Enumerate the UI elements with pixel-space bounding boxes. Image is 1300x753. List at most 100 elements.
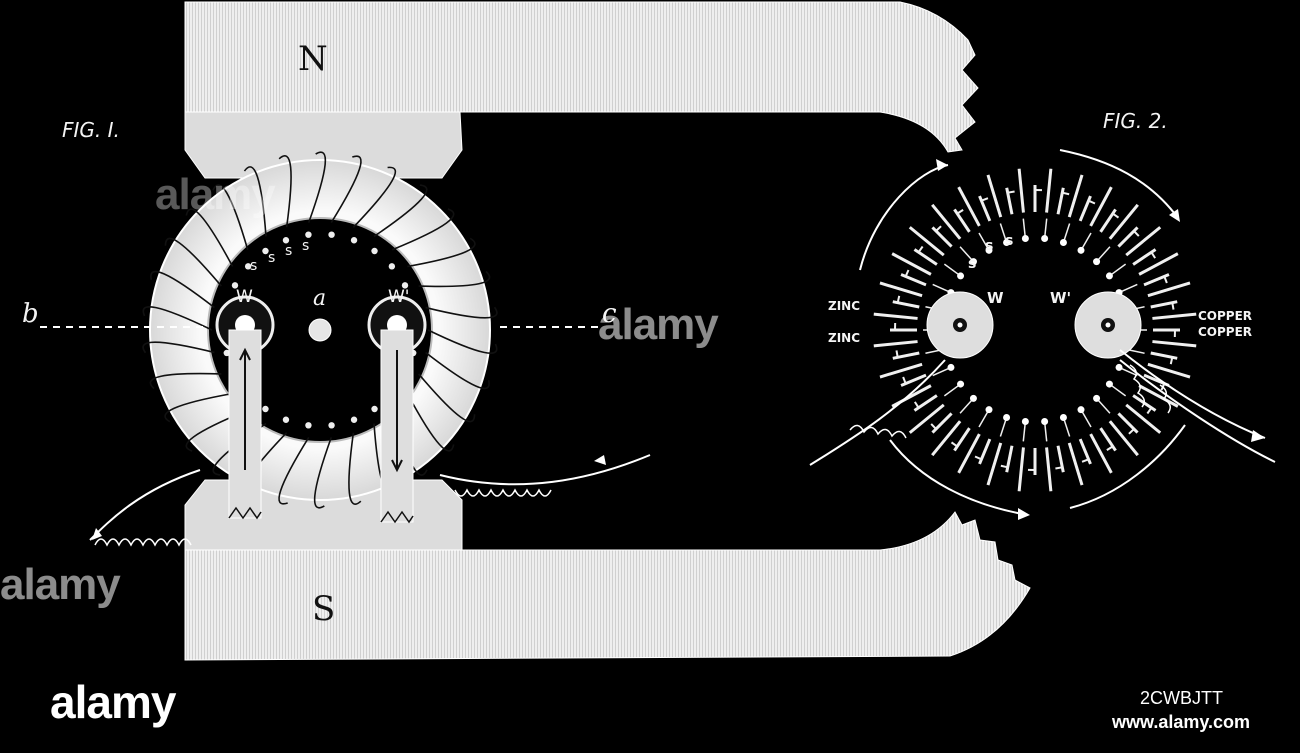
commutator-bar (1045, 447, 1053, 492)
commutator-bar (1067, 442, 1084, 486)
commutator-bar (1117, 412, 1139, 434)
commutator-link (1150, 251, 1156, 259)
coil-turn (352, 166, 397, 228)
commutator-point (401, 282, 409, 289)
commutator-bar (1089, 433, 1113, 474)
commutator-bar (873, 312, 918, 320)
arrowhead-icon (1018, 508, 1030, 520)
commutator-bar (978, 195, 992, 222)
commutator-point (350, 237, 358, 244)
commutator-bars (873, 168, 1197, 492)
commutator-bar (1125, 226, 1162, 257)
pole-w-label: W (236, 287, 253, 307)
commutator-link (950, 441, 958, 448)
center-shaft (308, 318, 332, 342)
watermark-site: www.alamy.com (1112, 712, 1251, 732)
commutator-link (1112, 212, 1120, 219)
commutator-point (371, 247, 378, 255)
commutator-point (1105, 380, 1113, 388)
commutator-link (930, 423, 937, 430)
commutator-link (935, 225, 942, 232)
line-c-label: c (602, 299, 617, 329)
commutator-link (902, 376, 907, 384)
commutator-bar (1005, 445, 1014, 473)
commutator-point (1021, 235, 1029, 243)
commutator-bar (1138, 252, 1179, 276)
commutator-bar (986, 174, 1003, 218)
coil-turn (142, 306, 213, 331)
coil-turn (425, 306, 498, 319)
commutator-bar (1099, 208, 1117, 233)
commutator-bar (1067, 174, 1084, 218)
lead-wire-out-lower (1119, 359, 1276, 463)
commutator-bar (1078, 438, 1092, 465)
commutator-bar (1099, 427, 1117, 452)
commutator-point (1003, 239, 1011, 247)
commutator-point (1077, 246, 1085, 254)
north-pole-piece (184, 111, 463, 179)
figure-2-title: FIG. 2. (1103, 109, 1168, 133)
commutator-bar (953, 208, 971, 233)
zinc-plate (926, 291, 994, 359)
commutator-bar (913, 394, 938, 412)
commutator-bar (1125, 403, 1162, 434)
coil-turn (149, 372, 222, 390)
commutator-point (1021, 417, 1029, 425)
commutator-bar (1108, 203, 1139, 240)
commutator-point (985, 406, 993, 414)
coil-turn (278, 436, 310, 505)
commutator-point (328, 422, 335, 429)
lead-wire-out (1119, 349, 1266, 439)
center-a-label: a (313, 286, 326, 311)
commutator-bar (931, 203, 962, 240)
commutator-bar (1078, 195, 1092, 222)
lead-wire-out (439, 454, 651, 486)
commutator-point (1003, 413, 1011, 421)
commutator-bar (1056, 445, 1065, 473)
commutator-point (282, 237, 290, 244)
arrowhead-icon (936, 159, 948, 171)
commutator-link (1106, 445, 1114, 451)
coil-turn (212, 184, 249, 250)
commutator-link (1169, 357, 1174, 365)
watermark-logo: alamy (50, 676, 176, 728)
figure-1: N S FIG. I. W W' a b c s s s s (22, 1, 1031, 661)
commutator-point (328, 231, 335, 238)
commutator-link (917, 245, 924, 253)
commutator-bar (978, 438, 992, 465)
watermark-image-id: 2CWBJTT (1140, 688, 1223, 708)
commutator-bar (1152, 340, 1197, 348)
commutator-point (244, 263, 252, 270)
commutator-bar (900, 373, 927, 387)
commutator-link (1163, 276, 1168, 284)
line-b-label: b (22, 299, 39, 329)
watermark-logo: alamy (598, 300, 719, 349)
commutator-link (896, 295, 901, 303)
figure-2: FIG. 2. ZINC ZINC COPPER COPPER W W' s s… (809, 109, 1276, 520)
pole-w-prime-label: W' (1050, 289, 1071, 307)
commutator-point (1115, 363, 1123, 371)
commutator-bar (1147, 362, 1191, 379)
commutator-link (1055, 466, 1063, 470)
commutator-point (1041, 235, 1049, 243)
commutator-point (350, 416, 358, 423)
commutator-bar (879, 281, 923, 298)
commutator-point (1093, 258, 1101, 266)
lead-arrow-icon (92, 528, 102, 540)
coil-turn (150, 270, 215, 309)
commutator-bar (1089, 186, 1113, 227)
commutator-link (895, 350, 899, 358)
commutator-bar (957, 186, 981, 227)
commutator-link (1007, 190, 1015, 194)
commutator-bar (986, 442, 1003, 486)
commutator-bar (1017, 168, 1025, 213)
copper-plate (1074, 291, 1142, 359)
arrowhead-icon (1169, 209, 1180, 222)
commutator-bar (1017, 447, 1025, 492)
commutator-bar (1138, 384, 1179, 408)
coil-turn (313, 437, 333, 509)
commutator-bar (879, 362, 923, 379)
commutator-point (371, 405, 378, 413)
s-mark: s (302, 238, 309, 254)
